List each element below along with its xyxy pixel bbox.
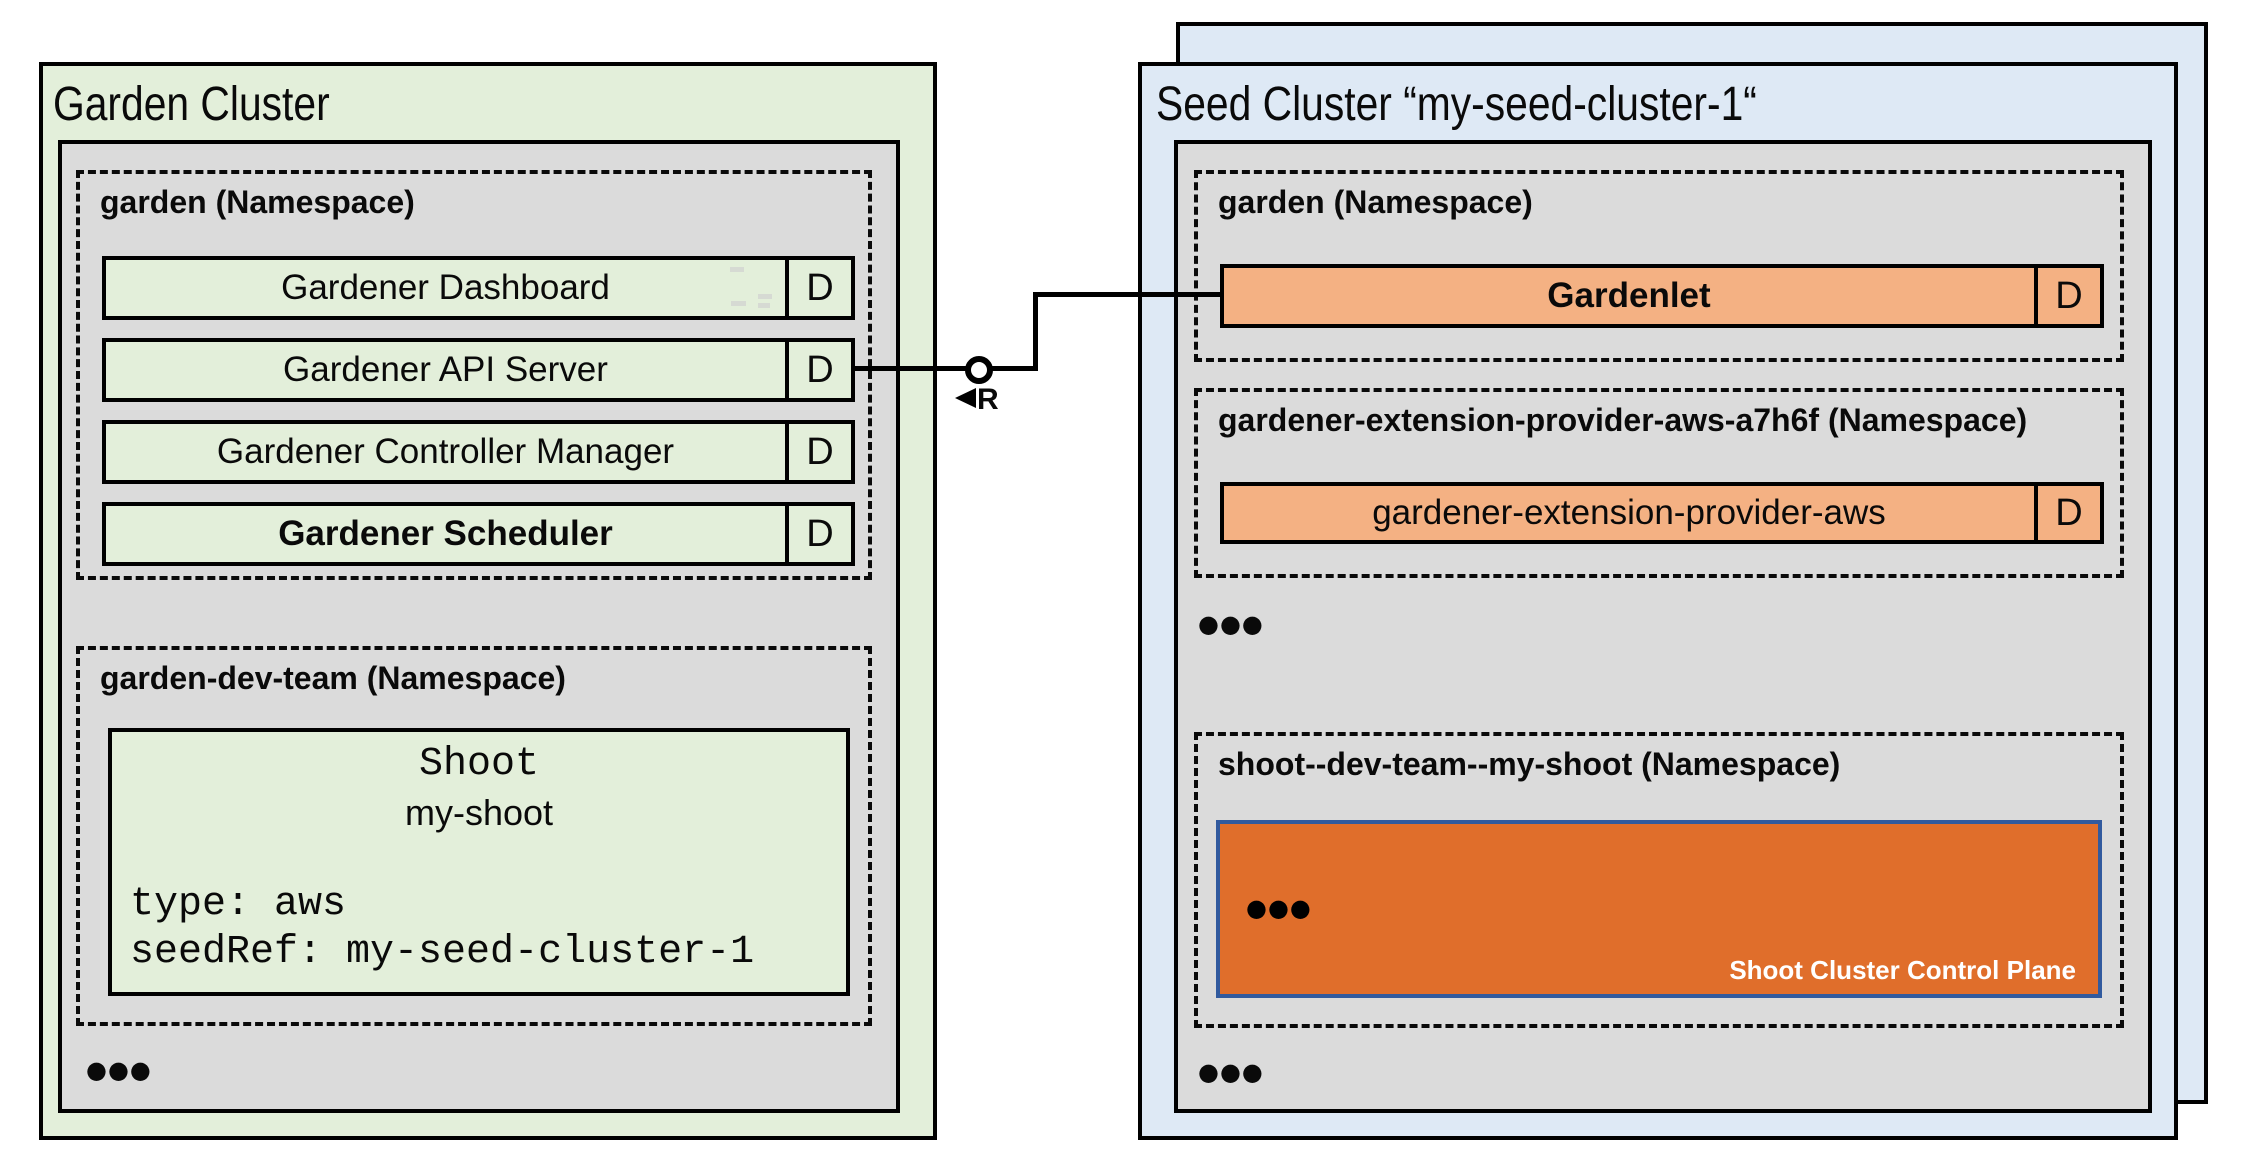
component-label: gardener-extension-provider-aws [1372, 493, 1886, 532]
connector-line-to-gardenlet [1033, 292, 1222, 297]
faded-mark [758, 303, 770, 308]
component-row-extension-provider-aws: gardener-extension-provider-aws D [1220, 482, 2104, 544]
ellipsis-icon: ●●● [1246, 894, 1312, 922]
shoot-spec-seedref: seedRef: my-seed-cluster-1 [130, 930, 755, 975]
component-label: Gardener Controller Manager [216, 432, 675, 471]
component-row-gardenlet: Gardenlet D [1220, 264, 2104, 328]
shoot-spec-type: type: aws [130, 882, 347, 927]
ellipsis-icon: ●●● [1198, 610, 1264, 638]
namespace-box-garden [76, 170, 872, 580]
namespace-label-extension-provider: gardener-extension-provider-aws-a7h6f (N… [1218, 402, 2028, 438]
ellipsis-icon: ●●● [86, 1056, 152, 1084]
faded-mark [758, 294, 772, 299]
shoot-resource-box: Shoot my-shoot type: aws seedRef: my-see… [108, 728, 850, 996]
shoot-cluster-control-plane-box: ●●● Shoot Cluster Control Plane [1216, 820, 2102, 998]
component-row-gardener-api-server: Gardener API Server D [102, 338, 855, 402]
connector-line-middle [991, 366, 1035, 371]
shoot-name: my-shoot [404, 792, 554, 833]
namespace-label-shoot-control-plane: shoot--dev-team--my-shoot (Namespace) [1218, 746, 1841, 782]
namespace-box-seed-garden [1194, 170, 2124, 362]
component-label: Gardenlet [1547, 276, 1711, 315]
component-label: Gardener Dashboard [281, 268, 610, 307]
namespace-label-seed-garden: garden (Namespace) [1218, 184, 1533, 220]
seed-cluster-title: Seed Cluster “my-seed-cluster-1“ [1156, 78, 1757, 131]
connector-label: R [977, 383, 999, 416]
ellipsis-icon: ●●● [1198, 1058, 1264, 1086]
component-row-gardener-controller-manager: Gardener Controller Manager D [102, 420, 855, 484]
deployment-badge: D [785, 342, 851, 398]
deployment-badge: D [785, 260, 851, 316]
component-row-gardener-dashboard: Gardener Dashboard D [102, 256, 855, 320]
shoot-kind: Shoot [418, 742, 540, 787]
component-label: Gardener Scheduler [278, 514, 613, 553]
deployment-badge: D [2034, 268, 2100, 324]
namespace-box-extension-provider [1194, 388, 2124, 578]
arrowhead-left-icon [955, 388, 976, 408]
namespace-label-garden-dev-team: garden-dev-team (Namespace) [100, 660, 566, 696]
faded-mark [731, 301, 746, 306]
deployment-badge: D [785, 424, 851, 480]
component-label: Gardener API Server [283, 350, 608, 389]
control-plane-label: Shoot Cluster Control Plane [1729, 954, 2076, 985]
garden-cluster-title: Garden Cluster [53, 78, 330, 131]
faded-mark [730, 267, 744, 272]
deployment-badge: D [2034, 486, 2100, 540]
deployment-badge: D [785, 506, 851, 562]
component-row-gardener-scheduler: Gardener Scheduler D [102, 502, 855, 566]
namespace-box-shoot-control-plane [1194, 732, 2124, 1028]
connector-line-vertical [1033, 292, 1038, 371]
namespace-box-garden-dev-team [76, 646, 872, 1026]
namespace-label-garden: garden (Namespace) [100, 184, 415, 220]
connector-line-api-server [853, 366, 969, 371]
interface-circle-icon [965, 356, 993, 384]
